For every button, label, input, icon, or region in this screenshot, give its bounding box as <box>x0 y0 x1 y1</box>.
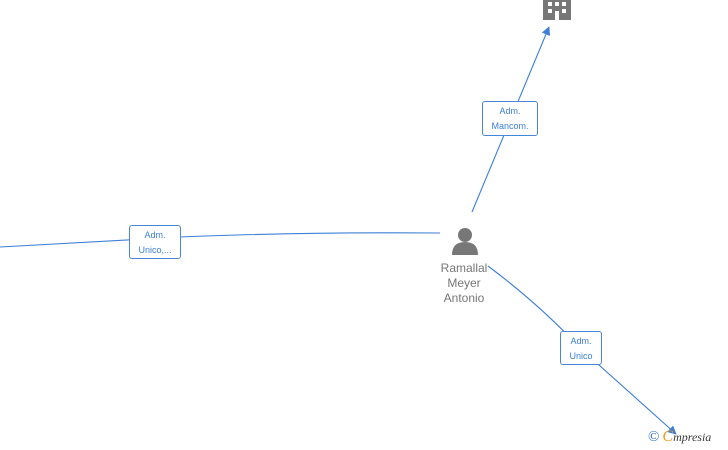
building-icon[interactable] <box>543 0 571 20</box>
person-icon[interactable] <box>452 228 478 255</box>
edge-label-line2: Mancom. <box>491 121 529 131</box>
person-name-line2: Meyer <box>447 276 481 290</box>
edge-label-adm-mancom[interactable]: Adm. Mancom. <box>482 101 538 136</box>
edge-label-line1: Adm. <box>499 106 521 116</box>
edge-label-line2: Unico,... <box>138 245 172 255</box>
empresia-watermark: © Cmpresia <box>648 428 711 446</box>
edge-label-line1: Adm. <box>570 336 592 346</box>
copyright-symbol: © <box>648 429 660 445</box>
brand-rest: mpresia <box>673 430 712 444</box>
person-name-line1: Ramallal <box>440 261 488 275</box>
edge-label-line1: Adm. <box>144 230 166 240</box>
edge-label-line2: Unico <box>569 351 593 361</box>
edge-label-adm-unico-left[interactable]: Adm. Unico,... <box>129 225 181 259</box>
edge-line-unico-left <box>0 232 441 248</box>
person-name-label[interactable]: Ramallal Meyer Antonio <box>424 261 504 306</box>
brand-initial: C <box>662 428 674 445</box>
person-name-line3: Antonio <box>443 291 485 305</box>
edge-label-adm-unico-right[interactable]: Adm. Unico <box>560 331 602 365</box>
